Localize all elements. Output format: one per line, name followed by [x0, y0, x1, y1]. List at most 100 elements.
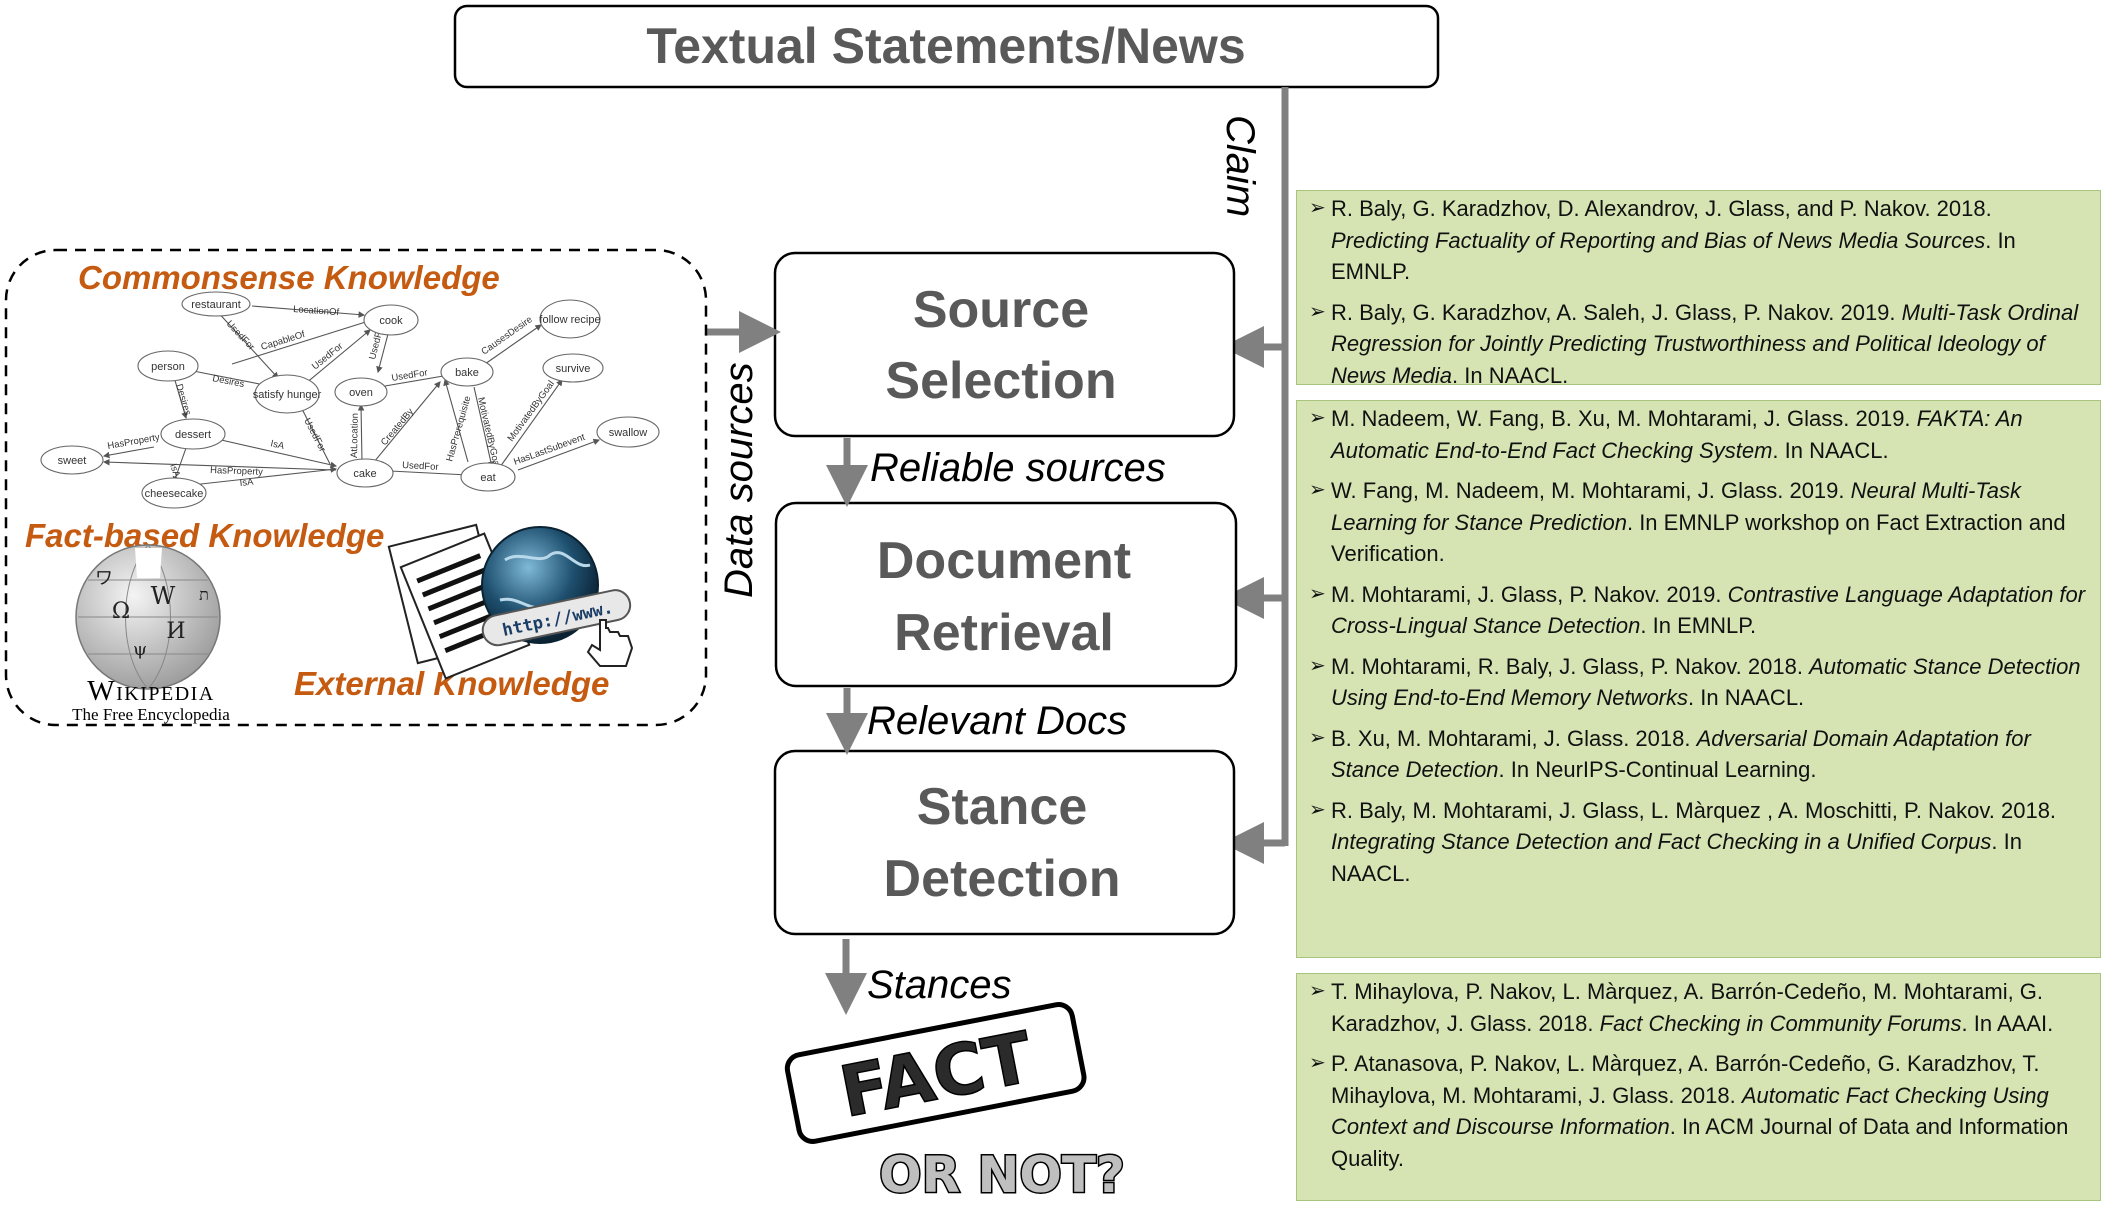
reference-item: ➢ M. Mohtarami, J. Glass, P. Nakov. 2019…	[1309, 579, 2090, 642]
commonsense-knowledge-label: Commonsense Knowledge	[78, 259, 500, 296]
reference-item: ➢ M. Mohtarami, R. Baly, J. Glass, P. Na…	[1309, 651, 2090, 714]
reference-item: ➢ M. Nadeem, W. Fang, B. Xu, M. Mohtaram…	[1309, 403, 2090, 466]
arrow-bullet-icon: ➢	[1309, 300, 1326, 323]
hand-cursor-icon	[586, 619, 634, 667]
svg-text:Ω: Ω	[112, 599, 130, 624]
svg-text:W: W	[151, 582, 176, 610]
graph-nodes	[40, 291, 660, 509]
reference-authors: T. Mihaylova, P. Nakov, L. Màrquez, A. B…	[1331, 979, 2044, 1036]
reference-title: Adversarial Domain Adaptation for Stance…	[1331, 725, 2031, 783]
arrow-bullet-icon: ➢	[1309, 479, 1326, 501]
relevant-docs-label: Relevant Docs	[867, 699, 1127, 743]
references-panel-stance: ➢ M. Nadeem, W. Fang, B. Xu, M. Mohtaram…	[1296, 400, 2101, 958]
arrow-bullet-icon: ➢	[1309, 197, 1326, 219]
graph-node-label: swallow	[609, 427, 648, 439]
reference-authors: M. Mohtarami, R. Baly, J. Glass, P. Nako…	[1331, 653, 1810, 679]
reference-venue: . In EMNLP workshop on Fact Extraction a…	[1331, 509, 2066, 567]
reference-authors: P. Atanasova, P. Nakov, L. Màrquez, A. B…	[1331, 1051, 2040, 1108]
reference-venue: . In NAACL.	[1331, 829, 2022, 886]
graph-node-label: dessert	[175, 429, 211, 441]
reference-title: Fact Checking in Community Forums	[1599, 1010, 1962, 1036]
fact-badge: FACT	[784, 1002, 1087, 1144]
edge-label: CreatedBy	[379, 406, 416, 448]
references-panel-source: ➢ R. Baly, G. Karadzhov, D. Alexandrov, …	[1296, 190, 2101, 388]
fact-text: FACT	[833, 1016, 1038, 1133]
reference-title: Neural Multi-Task Learning for Stance Pr…	[1331, 478, 2021, 535]
graph-node-label: bake	[455, 367, 479, 379]
edge-label: HasLastSubevent	[512, 432, 587, 468]
reference-venue: . In EMNLP.	[1331, 227, 2016, 285]
reference-venue: . In NAACL.	[1772, 437, 1889, 463]
svg-text:ワ: ワ	[95, 568, 113, 589]
edge-label: LocationOf	[293, 304, 340, 318]
svg-text:ψ: ψ	[133, 639, 147, 660]
edge-label: HasProperty	[210, 465, 263, 478]
graph-node-label: satisfy hunger	[253, 389, 322, 401]
document-retrieval-line2: Retrieval	[894, 604, 1114, 662]
arrow-bullet-icon: ➢	[1309, 980, 1326, 1002]
graph-node-label: person	[151, 361, 185, 373]
box-document-retrieval: Document Retrieval	[774, 501, 1238, 688]
graph-node-label: cake	[353, 468, 376, 480]
edge-label: UsedFor	[402, 460, 439, 473]
wikipedia-logo: W Ω И ワ ψ ת	[75, 544, 221, 690]
or-not-text: OR NOT?	[879, 1146, 1125, 1204]
reference-title: Multi-Task Ordinal Regression for Jointl…	[1331, 299, 2079, 388]
claim-label: Claim	[1218, 115, 1262, 217]
reference-authors: B. Xu, M. Mohtarami, J. Glass. 2018.	[1331, 725, 1697, 751]
reference-venue: . In NAACL.	[1688, 685, 1805, 710]
data-sources-label: Data sources	[717, 362, 761, 598]
reference-venue: . In NeurIPS-Continual Learning.	[1498, 757, 1817, 782]
reliable-sources-label: Reliable sources	[870, 446, 1166, 490]
graph-node-label: eat	[480, 472, 495, 484]
graph-node-label: oven	[349, 387, 373, 399]
graph-node-label: survive	[556, 363, 591, 375]
edge-label: MotivatedByGoal	[506, 379, 557, 444]
stance-detection-line1: Stance	[917, 778, 1088, 836]
reference-title: Predicting Factuality of Reporting and B…	[1331, 227, 1986, 253]
graph-node-label: follow recipe	[539, 314, 600, 326]
reference-authors: R. Baly, G. Karadzhov, A. Saleh, J. Glas…	[1331, 299, 1902, 325]
edge-label: Desires	[211, 373, 245, 390]
reference-venue: . In EMNLP.	[1640, 613, 1757, 638]
arrow-bullet-icon: ➢	[1309, 582, 1326, 605]
reference-authors: M. Mohtarami, J. Glass, P. Nakov. 2019.	[1331, 581, 1728, 607]
source-selection-line1: Source	[913, 281, 1089, 339]
edge-label: IsA	[239, 477, 254, 489]
reference-authors: W. Fang, M. Nadeem, M. Mohtarami, J. Gla…	[1331, 478, 1851, 503]
wikipedia-wordmark: Wikipedia	[87, 675, 215, 707]
edge-label: UsedFor	[301, 416, 327, 453]
arrow-bullet-icon: ➢	[1309, 726, 1326, 749]
graph-node-label: cook	[379, 315, 403, 327]
arrow-bullet-icon: ➢	[1309, 654, 1326, 677]
stances-label: Stances	[867, 963, 1012, 1007]
reference-title: FAKTA: An Automatic End-to-End Fact Chec…	[1331, 406, 2023, 463]
reference-item: ➢ W. Fang, M. Nadeem, M. Mohtarami, J. G…	[1309, 475, 2090, 570]
commonsense-graph: LocationOf UsedFor CapableOf UsedFor Use…	[40, 291, 660, 509]
stance-detection-line2: Detection	[884, 850, 1121, 908]
claim-connector	[1222, 87, 1289, 864]
graph-node-label: sweet	[58, 455, 87, 467]
reference-authors: R. Baly, M. Mohtarami, J. Glass, L. Màrq…	[1331, 797, 2057, 823]
reference-venue: . In AAAI.	[1961, 1010, 2054, 1036]
graph-edges	[102, 305, 601, 488]
graph-node-label: cheesecake	[145, 488, 204, 500]
svg-text:ת: ת	[199, 585, 209, 604]
reference-item: ➢ T. Mihaylova, P. Nakov, L. Màrquez, A.…	[1309, 976, 2090, 1039]
reference-authors: R. Baly, G. Karadzhov, D. Alexandrov, J.…	[1331, 196, 1992, 221]
reference-item: ➢ R. Baly, G. Karadzhov, A. Saleh, J. Gl…	[1309, 297, 2090, 392]
page-title: Textual Statements/News	[646, 18, 1245, 74]
references-panel-fact-checking: ➢ T. Mihaylova, P. Nakov, L. Màrquez, A.…	[1296, 973, 2101, 1201]
edge-label: HasProperty	[107, 432, 161, 452]
box-source-selection: Source Selection	[773, 251, 1236, 438]
fact-based-knowledge-label: Fact-based Knowledge	[25, 517, 384, 554]
reference-title: Automatic Stance Detection Using End-to-…	[1331, 653, 2081, 711]
reference-item: ➢ P. Atanasova, P. Nakov, L. Màrquez, A.…	[1309, 1048, 2090, 1174]
arrow-bullet-icon: ➢	[1309, 407, 1326, 429]
reference-item: ➢ B. Xu, M. Mohtarami, J. Glass. 2018. A…	[1309, 723, 2090, 786]
edge-label: UsedFor	[224, 319, 257, 353]
source-selection-line2: Selection	[885, 352, 1116, 410]
reference-title: Integrating Stance Detection and Fact Ch…	[1331, 829, 1992, 854]
edge-label: HasPrerequisite	[444, 395, 473, 463]
